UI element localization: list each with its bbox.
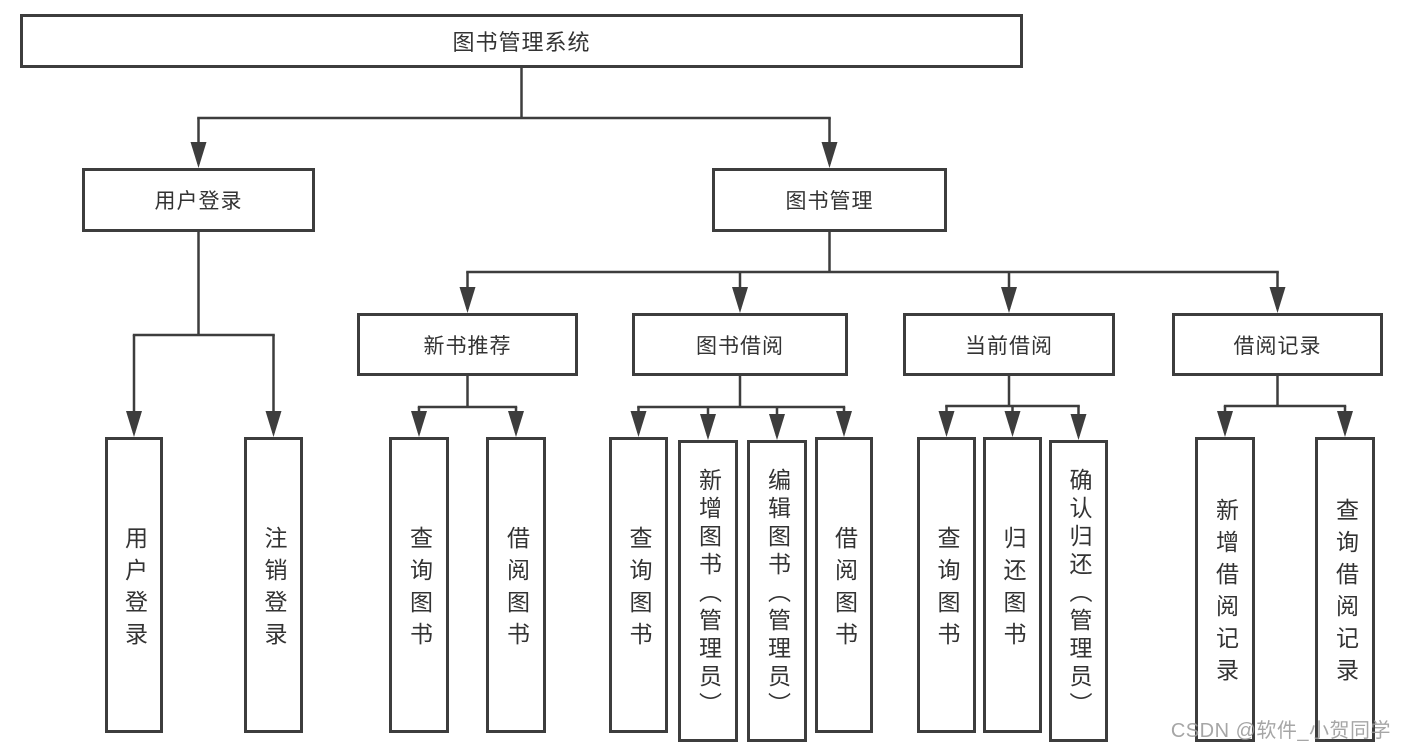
node-book-management: 图书管理 [712,168,947,232]
node-new-book-recommendation: 新书推荐 [357,313,578,376]
node-query-books-recommend: 查询图书 [389,437,449,733]
arrow-head [1217,411,1233,437]
node-query-books-borrowing: 查询图书 [609,437,668,733]
node-edit-books-admin: 编辑图书（管理员） [747,440,807,742]
node-logout-action: 注销登录 [244,437,303,733]
node-query-books-current: 查询图书 [917,437,976,733]
connector-book-borrowing-children [630,376,852,440]
arrow-head [630,411,647,437]
connector-user-login-children [126,232,282,437]
arrow-head [1337,411,1353,437]
arrow-head [411,411,427,437]
node-add-borrow-record: 新增借阅记录 [1195,437,1255,742]
arrow-head [459,287,476,313]
arrow-head [769,414,785,440]
arrow-head [700,414,716,440]
node-book-borrowing: 图书借阅 [632,313,848,376]
arrow-head [1004,411,1021,437]
arrow-head [732,287,748,313]
arrow-head [265,411,282,437]
connector-root-to-level2 [190,68,838,168]
arrow-head [836,411,852,437]
node-user-login: 用户登录 [82,168,315,232]
node-borrow-books-recommend: 借阅图书 [486,437,546,733]
connector-current-borrowing-children [938,376,1087,440]
connector-borrowing-records-children [1217,376,1353,437]
connector-new-book-children [411,376,524,437]
node-library-management-system: 图书管理系统 [20,14,1023,68]
arrow-head [1001,287,1017,313]
arrow-head [1269,287,1286,313]
node-return-books: 归还图书 [983,437,1042,733]
arrow-head [1070,414,1087,440]
node-confirm-return-admin: 确认归还（管理员） [1049,440,1108,742]
arrow-head [126,411,142,437]
node-user-login-action: 用户登录 [105,437,163,733]
node-query-borrow-record: 查询借阅记录 [1315,437,1375,742]
node-borrow-books-borrowing: 借阅图书 [815,437,873,733]
arrow-head [190,142,207,168]
arrow-head [821,142,838,168]
node-borrowing-records: 借阅记录 [1172,313,1383,376]
arrow-head [508,411,524,437]
connector-book-management-children [459,232,1286,313]
node-current-borrowing: 当前借阅 [903,313,1115,376]
watermark: CSDN @软件_小贺同学 [1170,720,1391,742]
arrow-head [938,411,955,437]
node-add-books-admin: 新增图书（管理员） [678,440,738,742]
